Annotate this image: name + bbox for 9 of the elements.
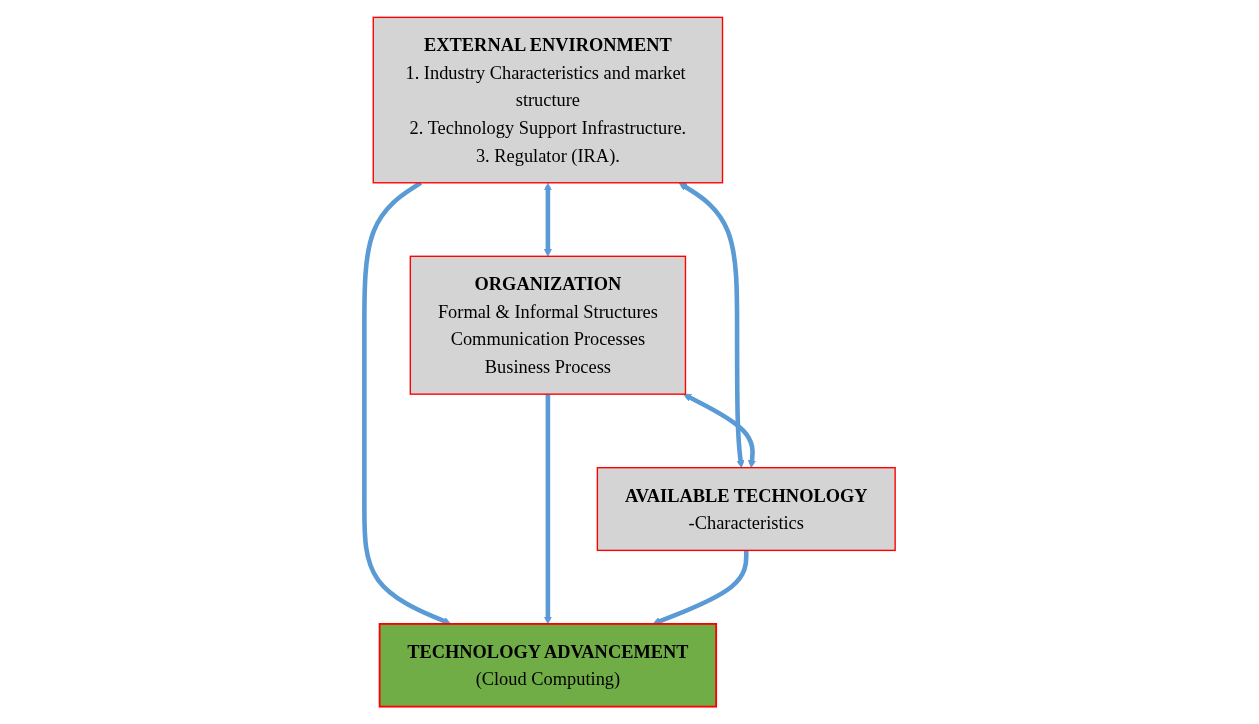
- arrow: [543, 394, 552, 625]
- node-box: ORGANIZATION Formal & Informal Structures Communication Processes Business Process: [409, 255, 686, 395]
- node-box: AVAILABLE TECHNOLOGY -Characteristics: [596, 467, 896, 552]
- node-box: TECHNOLOGY ADVANCEMENT (Cloud Computing): [378, 623, 717, 708]
- arrow: [543, 182, 552, 257]
- arrow: [652, 550, 749, 625]
- arrow: [682, 393, 756, 469]
- arrow: [678, 182, 745, 469]
- node-box: EXTERNAL ENVIRONMENT 1. Industry Characteristics and market structure 2. Technology Support Infrastructure. 3. Regulator (IRA).: [372, 16, 723, 184]
